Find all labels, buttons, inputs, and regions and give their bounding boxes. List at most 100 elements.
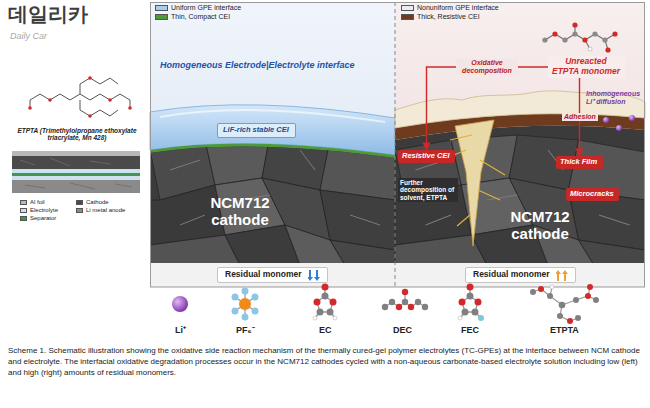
- trend-box: Residual monomer: [465, 267, 576, 283]
- etpta-model: [587, 284, 593, 290]
- cathode-particles: [395, 135, 645, 265]
- fec-model: [472, 309, 479, 316]
- etpta-model: [530, 284, 599, 324]
- species-name: PF₆⁻: [236, 325, 255, 335]
- monomer-label: Unreacted ETPTA monomer: [548, 56, 625, 78]
- ec-model: [314, 299, 321, 306]
- etpta-model: [573, 297, 579, 303]
- legend-swatch: [155, 5, 168, 11]
- legend-swatch: [20, 208, 27, 213]
- dec-model: [402, 299, 408, 305]
- fec-model: [462, 309, 469, 316]
- etpta-model: [533, 287, 596, 321]
- etpta-structure: [128, 106, 132, 110]
- species-name: Li⁺: [175, 325, 186, 335]
- legend-swatch: [76, 208, 83, 213]
- etpta-structure: [28, 106, 32, 110]
- cell-stack: [12, 151, 140, 193]
- ec-model: [313, 316, 317, 320]
- etpta-model: [575, 315, 581, 321]
- watermark-logo: 데일리카: [8, 3, 88, 26]
- legend-text: Thick, Resistive CEI: [417, 13, 480, 21]
- species-name: ETPTA: [550, 325, 579, 335]
- increase-arrows: [556, 270, 570, 281]
- legend-swatch: [401, 5, 414, 11]
- ec-model: [313, 284, 337, 321]
- monomer-molecule: [605, 47, 610, 52]
- dec-model: [422, 304, 428, 310]
- trend-box: Residual monomer: [217, 267, 328, 283]
- li-ion-model: [172, 296, 188, 312]
- ec-model: [330, 299, 337, 306]
- monomer-molecule: [572, 31, 577, 36]
- ec-model: [322, 284, 329, 291]
- li-ion-model: [172, 296, 188, 312]
- electrode-name: NCM712 cathode: [498, 208, 582, 243]
- panel-frame: [151, 3, 645, 288]
- edge-label: Oxidative decomposition: [456, 59, 518, 75]
- etpta-model: [550, 285, 554, 289]
- dec-model: [396, 304, 402, 310]
- etpta-model: [530, 289, 536, 295]
- etpta-structure: [30, 78, 130, 116]
- legend-swatch: [76, 200, 83, 205]
- panel-ground: [150, 2, 645, 287]
- etpta-structure: [28, 76, 132, 118]
- trend-arrow: [314, 270, 320, 281]
- monomer-molecule: [582, 37, 587, 42]
- etpta-structure: [88, 76, 92, 80]
- pf6-model: [232, 294, 239, 301]
- monomer-molecule: [542, 37, 547, 42]
- cell-stack: [20, 158, 132, 189]
- gpe-layer: [160, 110, 385, 122]
- pf6-model: [242, 314, 249, 321]
- problem-box: Microcracks: [566, 188, 619, 201]
- etpta-model: [593, 297, 599, 303]
- dec-model: [382, 304, 388, 310]
- dec-model: [415, 299, 421, 305]
- thick-film: [395, 91, 645, 128]
- microcrack: [455, 120, 494, 246]
- cell-stack: [12, 151, 140, 156]
- legend-text: Thin, Compact CEI: [171, 13, 230, 21]
- lithium-ion: [603, 115, 635, 131]
- fec-model: [478, 315, 484, 321]
- ec-model: [322, 293, 329, 300]
- fec-model: [475, 299, 482, 306]
- decrease-arrows: [308, 270, 322, 281]
- node-text: Residual monomer: [225, 270, 303, 280]
- monomer-molecule: [572, 22, 577, 27]
- cei-label-box: LiF-rich stable CEI: [217, 123, 296, 138]
- node-text: Residual monomer: [473, 270, 551, 280]
- cathode-particles: [150, 120, 395, 265]
- molecule-caption: ETPTA (Trimethylolpropane ethoxylate tri…: [16, 127, 138, 142]
- pf6-model: [235, 291, 255, 317]
- monomer-molecule: [588, 47, 592, 51]
- legend-text: Al foil: [30, 199, 45, 206]
- etpta-model: [557, 313, 563, 319]
- node-text: Resistive CEI: [402, 152, 451, 161]
- dec-model: [382, 289, 428, 310]
- etpta-structure: [30, 94, 130, 100]
- problem-box: Thick Film: [556, 156, 603, 169]
- pf6-model: [232, 308, 239, 315]
- legend-text: Cathode: [86, 199, 109, 206]
- species-name: EC: [319, 325, 332, 335]
- dec-model: [389, 299, 395, 305]
- edge-label: Adhesion: [562, 113, 598, 121]
- monomer-molecule: [602, 37, 607, 42]
- legend-text: Nonuniform GPE interface: [417, 4, 499, 12]
- monomer-molecule: [542, 22, 617, 52]
- lithium-ion: [629, 115, 635, 121]
- pf6-model: [232, 288, 259, 321]
- legend-text: Electrolyte: [30, 207, 58, 214]
- monomer-molecule: [545, 25, 615, 50]
- cell-stack: [12, 169, 140, 173]
- node-text: Unreacted ETPTA monomer: [551, 57, 621, 77]
- thick-film: [395, 91, 645, 128]
- monomer-molecule: [592, 31, 597, 36]
- reaction-arrow: [427, 67, 549, 150]
- legend-swatch: [20, 200, 27, 205]
- pf6-model: [239, 298, 251, 310]
